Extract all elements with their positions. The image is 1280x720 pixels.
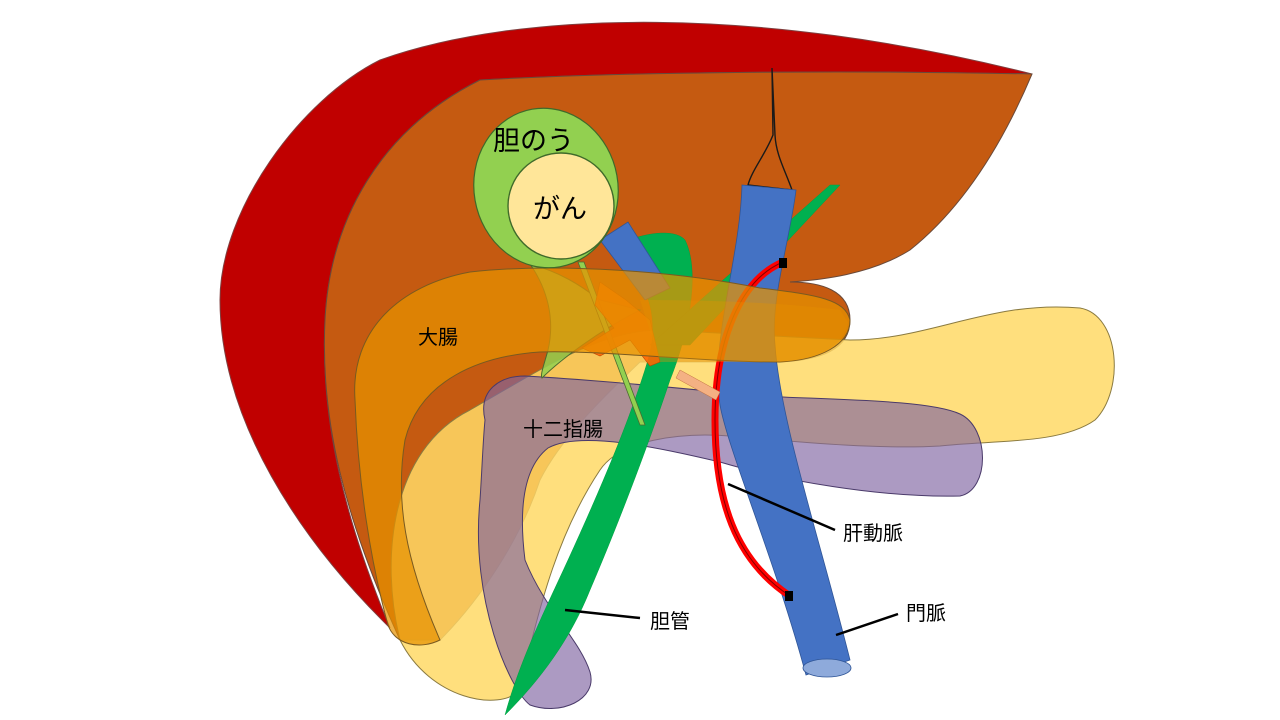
transverse-colon-overlap: [640, 300, 848, 362]
duodenum-label: 十二指腸: [523, 417, 603, 441]
cancer-label: がん: [533, 194, 587, 225]
portal-vein-label: 門脈: [906, 601, 946, 625]
hepatic-artery-end-top: [779, 258, 787, 268]
portal-vein-leader: [835, 612, 899, 637]
gallbladder-label: 胆のう: [493, 126, 574, 157]
bile-duct-leader: [564, 608, 641, 620]
large-intestine: [354, 267, 851, 646]
portal-vein-end: [802, 658, 852, 678]
hepatic-artery-leader: [727, 482, 836, 532]
large-intestine-label: 大腸: [418, 325, 458, 349]
bile-duct-label: 胆管: [650, 609, 690, 633]
hepatic-artery-end-bottom: [785, 591, 793, 601]
bile-duct-connector: [675, 369, 721, 401]
hepatic-artery-label: 肝動脈: [843, 521, 903, 545]
cancer-tumor: [507, 152, 615, 260]
